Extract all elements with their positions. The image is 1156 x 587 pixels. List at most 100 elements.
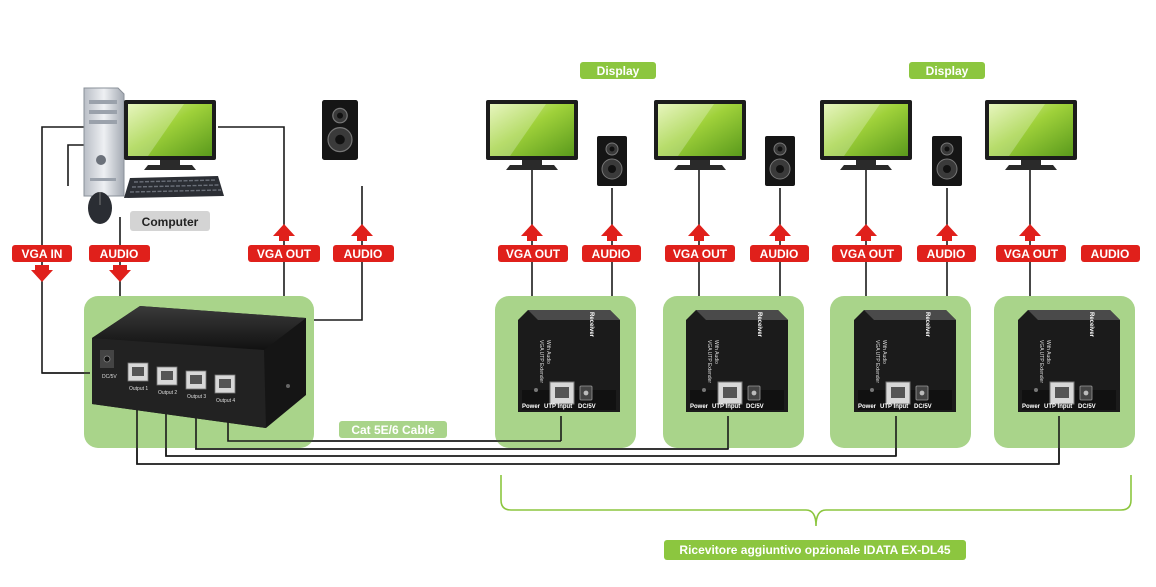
receiver-2-title-1: VGA UTP Extender: [706, 340, 712, 383]
rx1-vga-tag: VGA OUT: [498, 245, 568, 262]
cable-label: Cat 5E/6 Cable: [351, 423, 435, 437]
sender-port-1-label: Output 1: [129, 386, 148, 392]
rx1-audio-label: AUDIO: [592, 247, 631, 261]
rx3-audio-label: AUDIO: [927, 247, 966, 261]
rx4-audio-tag: AUDIO: [1081, 245, 1140, 262]
receiver-3-side: Receiver: [924, 312, 930, 338]
receiver-4-dc: DC/5V: [1078, 404, 1096, 410]
receiver-1-dc: DC/5V: [578, 404, 596, 410]
rx2-audio-arrow-up-icon: [769, 224, 791, 241]
receiver-2-side: Receiver: [756, 312, 762, 338]
audio-in-tag: AUDIO: [89, 245, 150, 262]
sender-port-3-label: Output 3: [187, 394, 206, 400]
optional-receiver-brace: [500, 475, 1132, 527]
sender-device-icon: [92, 306, 306, 428]
rx2-vga-label: VGA OUT: [673, 247, 728, 261]
vga-out-main-label: VGA OUT: [257, 247, 312, 261]
vga-in-tag: VGA IN: [12, 245, 72, 262]
receiver-4-utp: UTP Input: [1044, 404, 1072, 410]
receiver-2-utp: UTP Input: [712, 404, 740, 410]
rx2-vga-arrow-up-icon: [688, 224, 710, 241]
display-monitor-2-icon: [654, 100, 746, 170]
audio-in-arrow-down-icon: [109, 265, 131, 282]
receiver-1-title-1: VGA UTP Extender: [538, 340, 544, 383]
receiver-2-icon: [685, 309, 789, 413]
computer-label: Computer: [142, 215, 199, 229]
receiver-1-title-2: With Audio: [545, 340, 551, 364]
receiver-2-title-2: With Audio: [713, 340, 719, 364]
rx4-vga-tag: VGA OUT: [996, 245, 1066, 262]
sender-dc-label: DC/5V: [102, 374, 117, 380]
receiver-3-title-1: VGA UTP Extender: [874, 340, 880, 383]
rx1-vga-label: VGA OUT: [506, 247, 561, 261]
display-label-1: Display: [597, 64, 640, 78]
rx1-audio-arrow-up-icon: [601, 224, 623, 241]
receiver-device-1: VGA UTP Extender With Audio Receiver Pow…: [517, 309, 621, 413]
display-label-2: Display: [926, 64, 969, 78]
receiver-4-title-2: With Audio: [1045, 340, 1051, 364]
vga-in-label: VGA IN: [22, 247, 63, 261]
optional-receiver-label-box: [664, 540, 966, 560]
rx3-vga-tag: VGA OUT: [832, 245, 902, 262]
vga-out-main-tag: VGA OUT: [248, 245, 320, 262]
vga-out-arrow-up-icon: [273, 224, 295, 241]
vga-in-arrow-down-icon: [31, 265, 53, 282]
computer-label-box: [130, 211, 210, 231]
speaker-1-icon: [596, 135, 628, 187]
display-label-1-box: [580, 62, 656, 79]
receiver-2-dc: DC/5V: [746, 404, 764, 410]
receiver-1-utp: UTP Input: [544, 404, 572, 410]
display-monitor-4-icon: [985, 100, 1077, 170]
display-monitor-1-icon: [486, 100, 578, 170]
receiver-4-side: Receiver: [1088, 312, 1094, 338]
speaker-3-icon: [931, 135, 963, 187]
cable-label-box: [339, 421, 447, 438]
optional-receiver-label: Ricevitore aggiuntivo opzionale IDATA EX…: [679, 543, 950, 557]
rx3-vga-arrow-up-icon: [855, 224, 877, 241]
computer-mouse-icon: [88, 192, 112, 224]
receiver-device-3: VGA UTP Extender With Audio Receiver Pow…: [853, 309, 957, 413]
receiver-4-title-1: VGA UTP Extender: [1038, 340, 1044, 383]
local-monitor-cable: [218, 126, 285, 296]
receiver-3-dc: DC/5V: [914, 404, 932, 410]
receiver-1-power: Power: [522, 404, 541, 410]
audio-out-arrow-up-icon: [351, 224, 373, 241]
computer-keyboard-icon: [124, 176, 224, 198]
receiver-3-icon: [853, 309, 957, 413]
receiver-3-power: Power: [858, 404, 877, 410]
sender-port-4-label: Output 4: [216, 398, 235, 404]
sender-port-2-label: Output 2: [158, 390, 177, 396]
receiver-3-title-2: With Audio: [881, 340, 887, 364]
rx2-audio-label: AUDIO: [760, 247, 799, 261]
receiver-3-utp: UTP Input: [880, 404, 908, 410]
rx1-vga-arrow-up-icon: [521, 224, 543, 241]
rx3-vga-label: VGA OUT: [840, 247, 895, 261]
rx4-vga-label: VGA OUT: [1004, 247, 1059, 261]
computer-wire: [67, 144, 84, 186]
local-speaker-icon: [321, 99, 359, 161]
receiver-4-power: Power: [1022, 404, 1041, 410]
rx1-audio-tag: AUDIO: [582, 245, 641, 262]
rx3-audio-tag: AUDIO: [917, 245, 976, 262]
signal-arrows: [31, 224, 1041, 282]
rx3-audio-arrow-up-icon: [936, 224, 958, 241]
receiver-device-4: VGA UTP Extender With Audio Receiver Pow…: [1017, 309, 1121, 413]
receiver-device-2: VGA UTP Extender With Audio Receiver Pow…: [685, 309, 789, 413]
audio-out-main-tag: AUDIO: [333, 245, 394, 262]
rx2-audio-tag: AUDIO: [750, 245, 809, 262]
audio-in-label: AUDIO: [100, 247, 139, 261]
rx2-vga-tag: VGA OUT: [665, 245, 735, 262]
display-label-2-box: [909, 62, 985, 79]
display-monitor-3-icon: [820, 100, 912, 170]
receiver-2-power: Power: [690, 404, 709, 410]
speaker-2-icon: [764, 135, 796, 187]
computer-tower-icon: [83, 87, 125, 197]
receiver-1-side: Receiver: [588, 312, 594, 338]
rx4-audio-label: AUDIO: [1091, 247, 1130, 261]
computer-monitor-icon: [124, 100, 216, 170]
rx4-vga-arrow-up-icon: [1019, 224, 1041, 241]
receiver-1-icon: [517, 309, 621, 413]
receiver-4-icon: [1017, 309, 1121, 413]
audio-out-main-label: AUDIO: [344, 247, 383, 261]
